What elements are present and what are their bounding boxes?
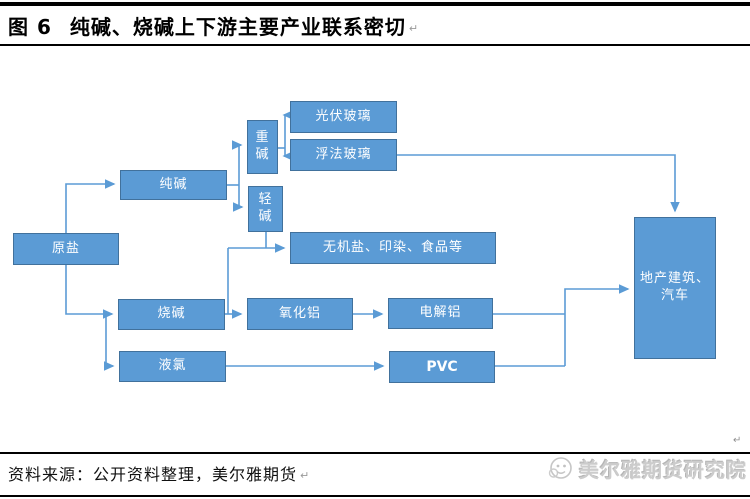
node-raw-salt: 原盐 [13,233,119,265]
node-light-soda: 轻 碱 [248,186,283,232]
footer-top-rule [0,452,750,454]
edge-float-glass-to-downstream [397,154,680,213]
edge-merge-to-downstream [564,284,630,366]
node-inorganic-salt-dyeing-food: 无机盐、印染、食品等 [290,232,496,264]
source-paragraph-mark: ↵ [300,469,311,482]
node-float-glass: 浮法玻璃 [290,139,397,171]
node-heavy-soda: 重 碱 [247,120,278,174]
title-underline-rule [0,44,750,46]
brand-watermark: 美尔雅期货研究院 [546,454,747,483]
brand-text: 美尔雅期货研究院 [579,458,747,482]
figure-title: 图 6 纯碱、烧碱上下游主要产业联系密切↵ [8,11,419,40]
node-photovoltaic-glass: 光伏玻璃 [290,101,397,133]
brand-logo-icon [548,456,572,479]
node-alumina: 氧化铝 [247,298,353,330]
edge-raw-salt-to-soda-ash [65,179,116,233]
bottom-rule [0,495,750,497]
top-thick-rule [0,2,750,6]
title-paragraph-mark: ↵ [408,22,420,35]
node-liquid-chlorine: 液氯 [119,351,226,382]
node-soda-ash: 纯碱 [120,170,227,200]
diagram-paragraph-mark: ↵ [733,435,742,446]
edge-raw-salt-to-liquid-chlorine [103,314,115,371]
node-caustic-soda: 烧碱 [118,299,225,330]
node-pvc: PVC [389,351,495,383]
source-text: 资料来源：公开资料整理，美尔雅期货 [8,465,298,484]
figure-title-text: 纯碱、烧碱上下游主要产业联系密切 [69,15,406,39]
source-line: 资料来源：公开资料整理，美尔雅期货↵ [8,461,310,485]
node-real-estate-construction-auto: 地产建筑、 汽车 [634,217,716,359]
figure-number: 图 6 [8,15,52,39]
edge-raw-salt-to-caustic-soda [65,265,114,319]
node-electrolytic-aluminum: 电解铝 [388,298,493,329]
